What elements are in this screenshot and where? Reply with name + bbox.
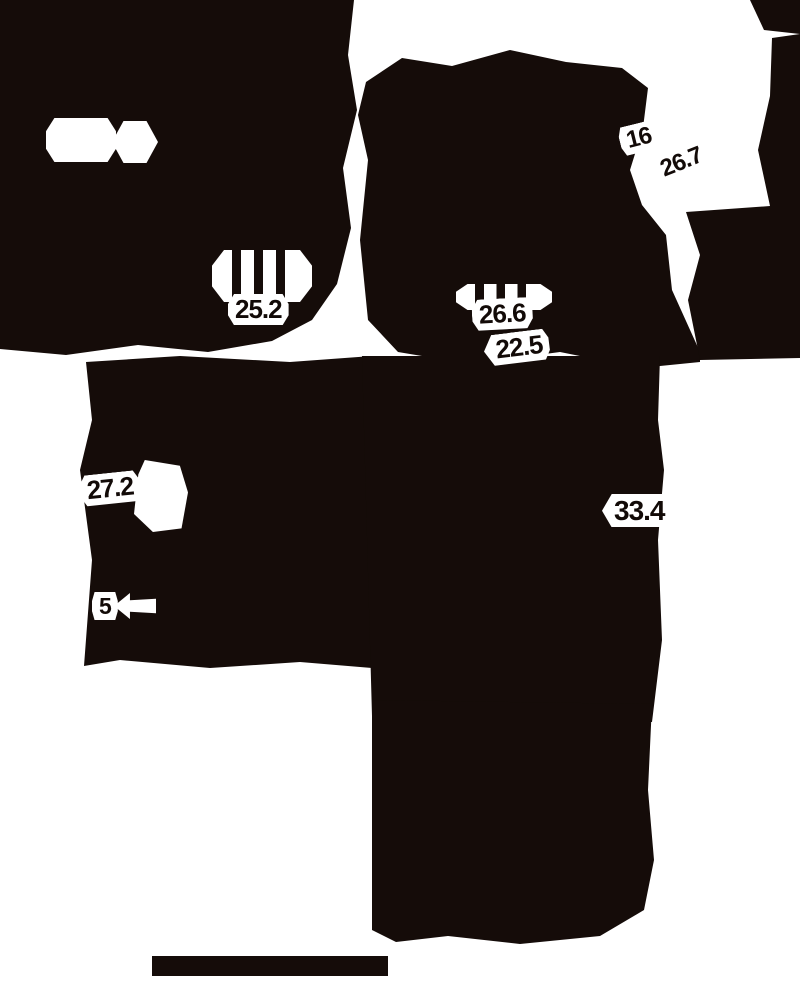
map-label: 25.2 — [228, 294, 289, 326]
landmass-corner — [750, 0, 800, 34]
map-label: 5 — [92, 592, 118, 621]
landmass-top-right — [358, 50, 700, 368]
landmass-center-right — [362, 356, 664, 724]
landmass-bottom-column — [372, 700, 654, 944]
cloud-shape-left — [46, 118, 116, 162]
landmass-right-strip — [686, 34, 800, 360]
scale-bar — [152, 956, 388, 976]
striped-shape-large — [212, 250, 312, 302]
landmass-top-left — [0, 0, 357, 355]
map-label: 27.2 — [78, 470, 142, 507]
blob-shape — [134, 460, 188, 532]
landmass-lower-left — [80, 356, 372, 668]
map-label: 33.4 — [602, 494, 672, 528]
map-label: 26.6 — [471, 297, 533, 331]
